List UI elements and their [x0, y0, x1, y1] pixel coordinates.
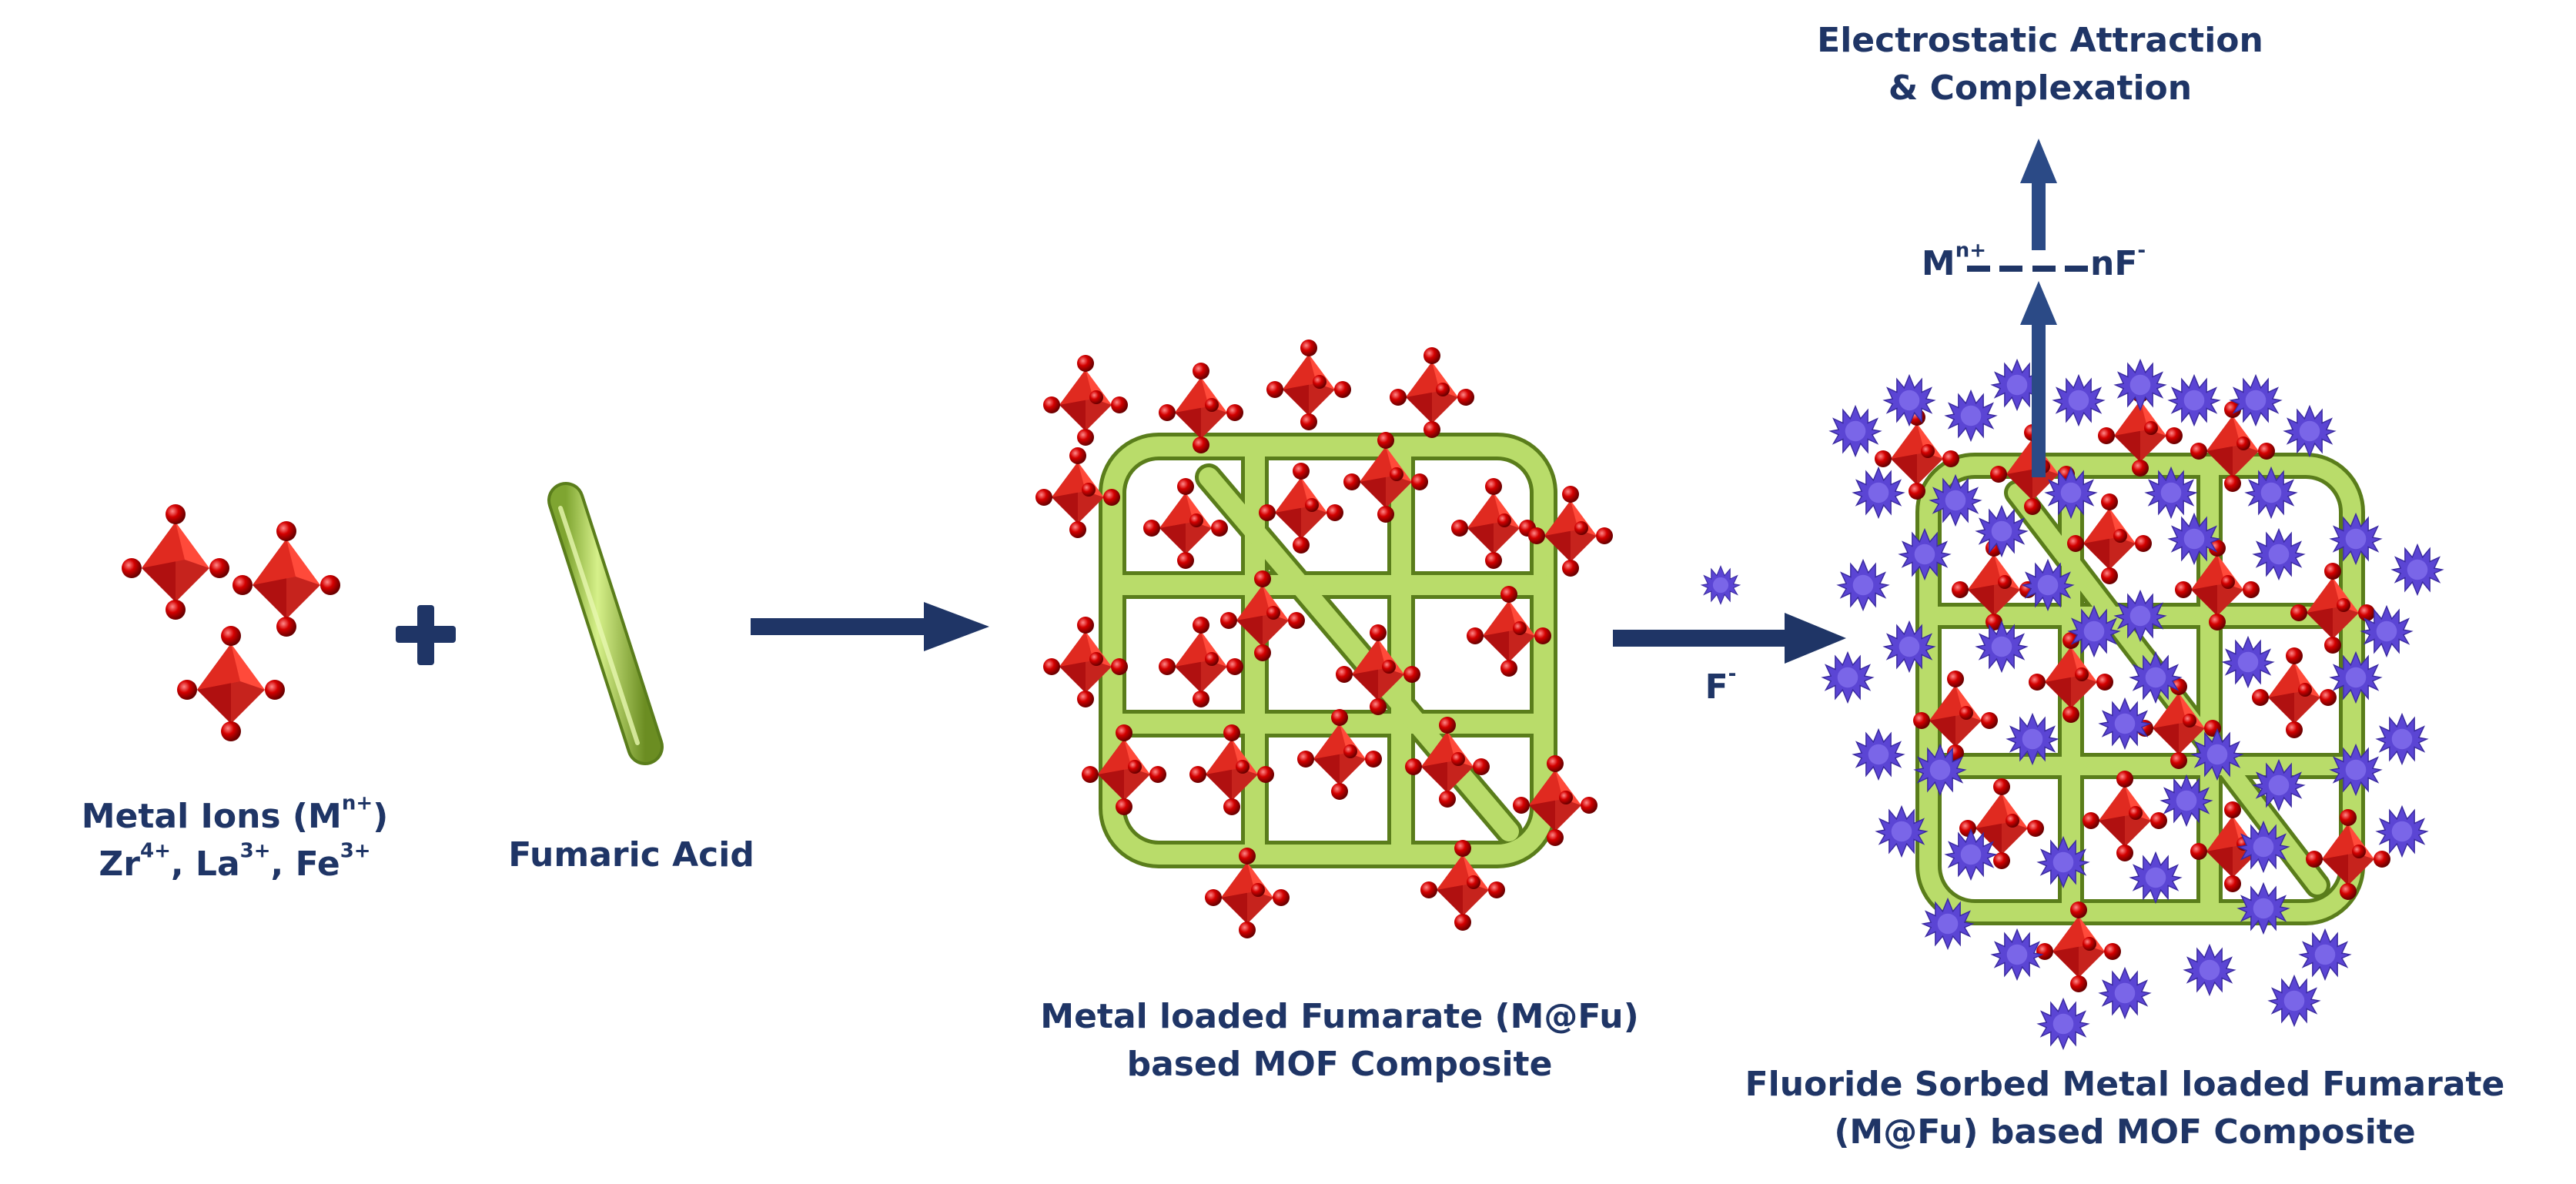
fluoride-ion-icon	[2330, 651, 2382, 704]
fluoride-ion-icon	[2129, 851, 2182, 904]
fluoride-ion-icon	[1945, 390, 1997, 442]
fluoride-ion-label: F-	[1705, 662, 1737, 707]
fluoride-ion-icon	[2168, 374, 2220, 426]
metal-ions-cluster	[122, 504, 340, 741]
sorption-arrow	[1613, 613, 1846, 664]
fluoride-ion-icon	[1701, 565, 1741, 605]
mof-composite-label: Metal loaded Fumarate (M@Fu) based MOF C…	[1040, 997, 1639, 1084]
fumaric-acid-label: Fumaric Acid	[508, 835, 754, 875]
fluoride-ion-icon	[2253, 528, 2305, 580]
fluoride-sorbed-label: Fluoride Sorbed Metal loaded Fumarate (M…	[1745, 1065, 2505, 1152]
plus-icon	[396, 605, 456, 665]
complex-left-label: Mn+	[1921, 239, 1986, 283]
fluoride-ion-icon	[1975, 620, 2028, 673]
complex-right-label: nF-	[2090, 239, 2146, 283]
mechanism-arrow	[2020, 139, 2057, 477]
fluoride-ion-icon	[2237, 882, 2290, 935]
fluoride-ion-icon	[2376, 713, 2428, 765]
fluoride-ion-icon	[2099, 967, 2151, 1019]
fluoride-ion-icon	[2183, 944, 2236, 996]
fluoride-ion-icon	[2283, 405, 2336, 457]
dashed-bond	[1967, 266, 2088, 272]
fluoride-ion-icon	[2299, 928, 2351, 981]
fluoride-ion-icon	[2391, 544, 2444, 596]
fumaric-acid-rod	[547, 482, 664, 765]
fluoride-ion-icon	[1883, 374, 1935, 426]
fluoride-ion-icon	[2268, 975, 2320, 1027]
fluoride-ion-icon	[2376, 805, 2428, 858]
fluoride-ion-icon	[2222, 636, 2274, 688]
fluoride-ion-icon	[2099, 697, 2151, 750]
mechanism-label: Electrostatic Attraction & Complexation	[1817, 21, 2263, 108]
fluoride-ion-icon	[1837, 559, 1889, 611]
fluoride-ion-icon	[1852, 728, 1905, 781]
fluoride-ion-icon	[1829, 405, 1882, 457]
fluoride-ion-icon	[2114, 359, 2166, 411]
fluoride-sorbed-composite	[1822, 359, 2444, 1050]
fluoride-ion-icon	[2330, 513, 2382, 565]
fluoride-ion-icon	[1852, 467, 1905, 519]
fluoride-ion-icon	[2230, 374, 2282, 426]
fluoride-ion-icon	[2037, 998, 2089, 1050]
fluoride-ion-icon	[1822, 651, 1874, 704]
fluoride-ion-icon	[2330, 744, 2382, 796]
fluoride-ion-icon	[2052, 374, 2105, 426]
fluoride-ion-icon	[1991, 928, 2043, 981]
mof-composite-structure	[1035, 339, 1613, 938]
metal-ions-label: Metal Ions (Mn+) Zr4+, La3+, Fe3+	[81, 791, 389, 884]
fluoride-ion-icon	[1899, 528, 1951, 580]
synthesis-arrow	[751, 602, 989, 651]
